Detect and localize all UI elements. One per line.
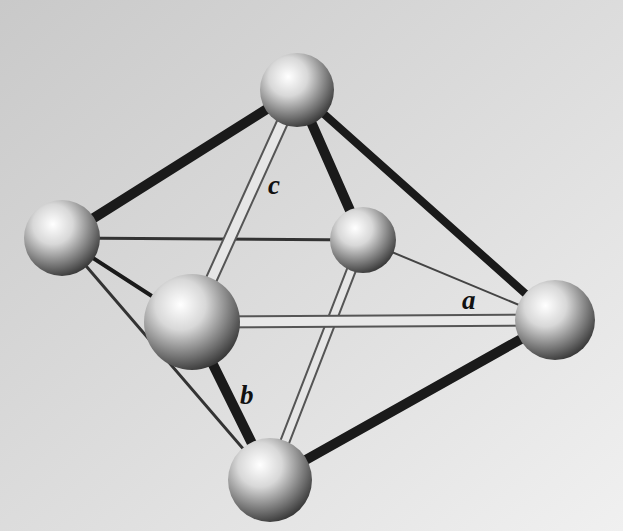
light-rods xyxy=(192,90,555,480)
thin-edges xyxy=(62,238,555,480)
atom-spheres xyxy=(24,53,595,522)
edge-length-label: b xyxy=(240,382,254,409)
edge-length-label: c xyxy=(268,172,280,199)
dark-rods xyxy=(62,90,555,480)
edge-length-label: a xyxy=(462,287,476,314)
